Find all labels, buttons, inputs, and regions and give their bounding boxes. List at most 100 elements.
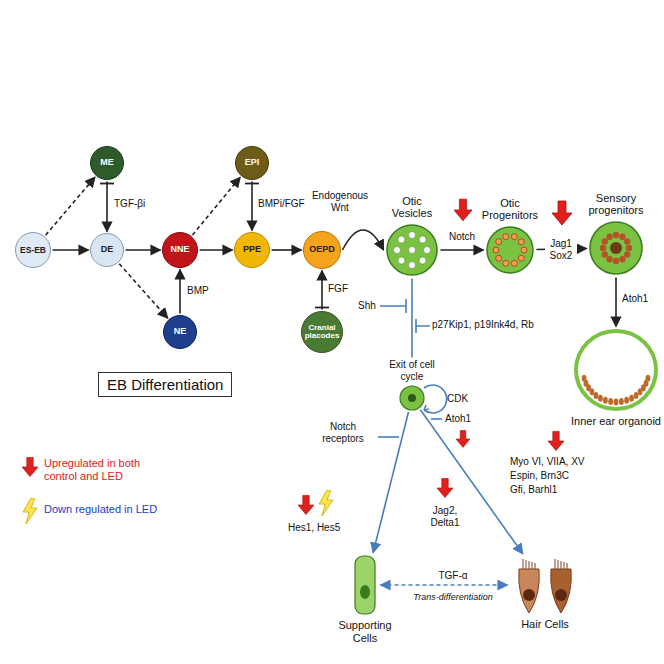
sensory-progenitor-shape [588,220,644,276]
exit-cell-shape [399,385,425,411]
graphic-line [529,561,530,569]
node-text: Otic Progenitors [474,197,546,222]
connector [200,249,233,251]
connector [53,249,89,251]
graphic-circle [387,225,437,275]
graphic-line [564,562,565,569]
graphic-circle [487,227,533,273]
connector [411,279,413,358]
inhibit-bar [315,307,329,309]
shh-inhibit [380,299,406,313]
graphic-circle [503,234,509,240]
stage-circle: Cranial placodes [301,311,343,353]
note-label: Jag2, Delta1 [423,505,467,528]
node-text: Cranial placodes [302,324,342,341]
node-text: ME [100,158,114,167]
graphic-ellipse [619,398,624,405]
graphic-circle [511,234,517,240]
note-label: CDK [447,393,468,405]
graphic-path [551,569,572,613]
connector [343,230,384,250]
graphic-ellipse [638,388,643,395]
up-arrow [298,495,314,514]
graphic-circle [602,251,608,257]
connector [126,249,161,251]
graphic-circle [590,222,642,274]
connector [321,271,323,310]
connector [615,278,617,327]
stage-circle: DE [90,233,124,267]
note-label: Endogenous Wnt [307,190,373,213]
graphic-svg [351,554,379,616]
graphic-line [558,560,559,569]
stage-circle: NNE [162,232,198,268]
graphic-circle [511,260,517,266]
node-text: Sensory progenitors [574,192,658,217]
otic-progenitor: Otic Progenitors [474,197,546,275]
graphic-circle [409,232,416,239]
graphic-svg [485,225,535,275]
edge-label: Notch [448,231,476,243]
node-text: Exit of cell cycle [380,359,444,382]
graphic-ellipse [603,397,608,404]
otic-vesicle: Otic Vesicles [381,195,443,277]
node-text: EPI [245,158,260,167]
edge-label: BMP [186,285,210,297]
graphic-ellipse [624,397,629,404]
supporting-cell: Supporting Cells [325,554,405,644]
graphic-circle [613,258,619,264]
title-box: EB Differentiation [98,372,232,397]
node-text: ES-EB [20,246,46,255]
p27-inhibit [416,319,430,333]
graphic-line [535,563,536,569]
graphic-circle [408,394,416,402]
up-arrow [454,199,472,221]
graphic-circle [555,589,567,601]
graphic-circle [419,236,426,243]
stage-circle: ES-EB [15,232,51,268]
graphic-ellipse [360,585,370,599]
node-text: OEPD [309,245,335,254]
graphic-circle [610,242,622,254]
connector [46,177,95,235]
graphic-line [532,562,533,569]
graphic-circle [602,238,608,244]
graphic-ellipse [634,392,639,399]
graphic-circle [624,238,630,244]
graphic-rect [355,556,375,614]
node-text: Otic Vesicles [381,195,443,220]
graphic-svg [573,328,659,412]
node-text: NE [174,327,187,336]
note-label: Hes1, Hes5 [288,522,340,534]
graphic-svg [509,555,581,615]
up-arrow [548,431,564,450]
legend-lightning [23,498,37,524]
graphic-circle [496,255,502,261]
note-label: Espin, Brn3C [510,470,569,482]
cdk-arrowhead [424,405,429,410]
graphic-line [526,560,527,569]
graphic-line [555,559,556,569]
graphic-circle [493,247,499,253]
graphic-circle [606,256,612,262]
graphic-circle [400,386,424,410]
up-arrow [456,431,470,448]
otic-vesicle-shape [385,223,439,277]
note-label: p27Kip1, p19Ink4d, Rb [432,319,534,331]
node-text: Supporting Cells [325,619,405,644]
node-text: Inner ear organoid [571,415,661,428]
edge-label: BMPi/FGF [257,198,306,210]
connector [179,270,181,314]
hair-cell: Hair Cells [505,555,585,631]
graphic-circle [419,257,426,264]
up-arrow [552,201,572,225]
graphic-svg [588,220,644,276]
edge-label: Atoh1 [621,293,649,305]
graphic-circle [613,232,619,238]
graphic-ellipse [608,398,613,405]
connector [272,249,302,251]
graphic-ellipse [594,392,599,399]
supporting-cell-shape [351,554,379,616]
node-text: EB Differentiation [107,376,223,393]
